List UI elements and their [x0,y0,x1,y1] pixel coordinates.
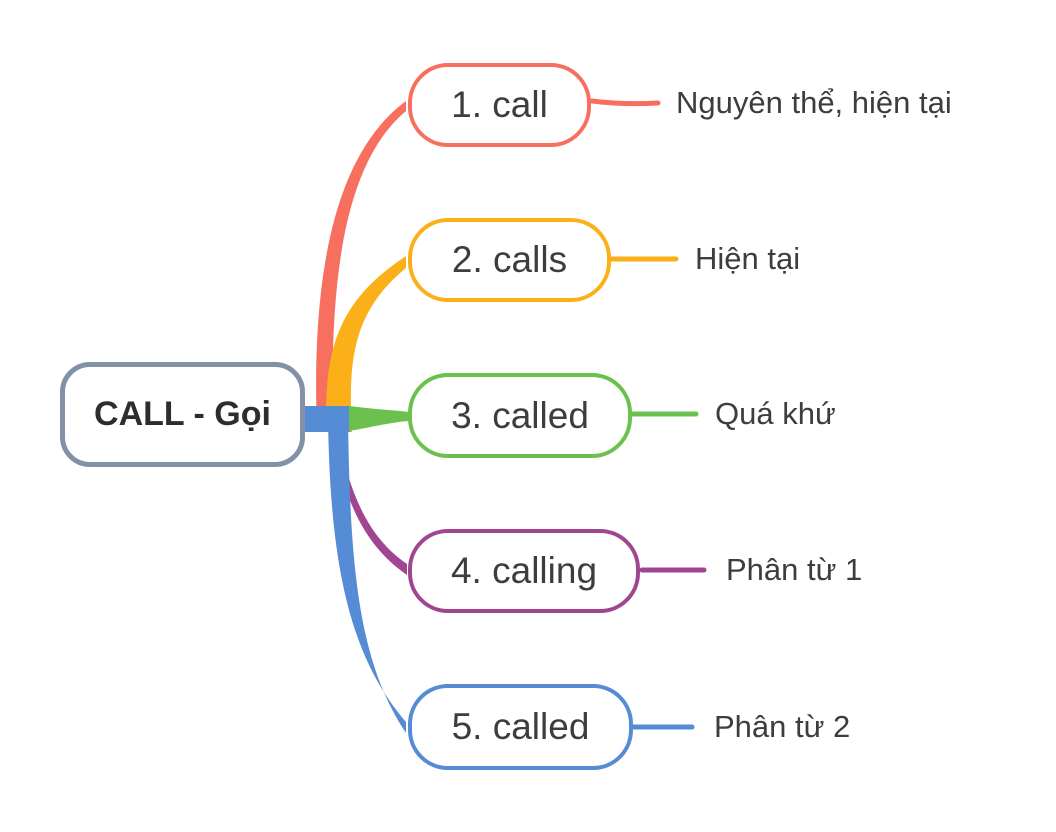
annotation-connector-1 [589,98,661,107]
branch-node-1[interactable]: 1. call [408,63,591,147]
branch-curve-5 [328,418,406,733]
branch-node-4[interactable]: 4. calling [408,529,640,613]
branch-annotation-2[interactable]: Hiện tại [695,241,801,276]
branch-annotation-5[interactable]: Phân từ 2 [714,709,851,744]
branch-curve-2 [325,256,406,432]
branch-node-5-label: 5. called [451,706,590,747]
root-node-label: CALL - Gọi [94,395,271,433]
branch-node-1-label: 1. call [451,84,548,125]
root-node[interactable]: CALL - Gọi [60,362,305,467]
branch-node-2-label: 2. calls [451,239,568,280]
branch-annotation-4[interactable]: Phân từ 1 [726,552,863,587]
branch-annotation-3[interactable]: Quá khứ [715,396,836,431]
branch-curve-3 [349,406,409,431]
branch-node-3[interactable]: 3. called [408,373,632,458]
branch-node-4-label: 4. calling [450,550,598,591]
branch-curve-1 [316,101,406,432]
branch-annotation-1[interactable]: Nguyên thể, hiện tại [676,85,952,120]
branch-node-5[interactable]: 5. called [408,684,633,770]
branch-node-3-label: 3. called [451,394,589,436]
branch-node-2[interactable]: 2. calls [408,218,611,302]
